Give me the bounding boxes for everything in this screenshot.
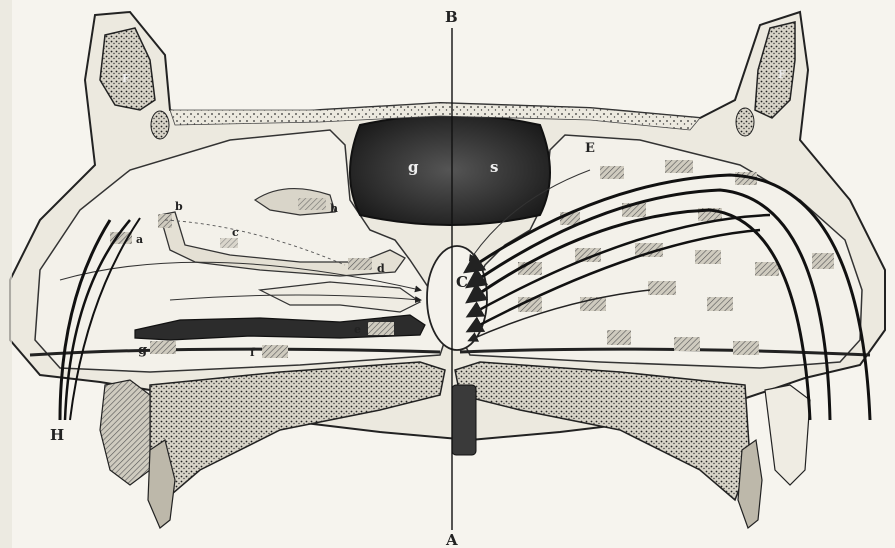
patch-f	[262, 345, 288, 358]
frontal-left-label: F	[122, 72, 130, 85]
patch-e	[368, 322, 394, 335]
frontal-sinus-right-small	[736, 108, 754, 136]
scan-edge-left	[0, 0, 12, 548]
sphenoid-sinus	[350, 115, 550, 225]
patch-g	[150, 341, 176, 354]
axis-top-label: B	[445, 8, 458, 26]
patch-r1	[600, 166, 624, 179]
patch-d	[348, 258, 372, 270]
label-d: d	[377, 262, 385, 275]
right-chamber-label: E	[585, 141, 595, 156]
label-a: a	[136, 233, 143, 246]
label-e: e	[354, 323, 361, 336]
label-g-low: g	[138, 343, 147, 358]
septum-post	[452, 385, 476, 455]
label-b: b	[175, 200, 183, 213]
center-oval-label: C	[456, 273, 468, 291]
label-h: h	[330, 202, 338, 215]
patch-r2	[665, 160, 693, 173]
patch-r13	[648, 281, 676, 295]
sinus-right-label: s	[490, 158, 498, 176]
patch-r17	[607, 330, 631, 345]
frontal-sinus-left-small	[151, 111, 169, 139]
patch-r19	[733, 341, 759, 355]
frontal-right-label: F	[778, 68, 786, 81]
patch-r12	[812, 253, 834, 269]
patch-r16	[707, 297, 733, 311]
patch-r11	[755, 262, 779, 276]
tube-h-label: H	[50, 426, 64, 444]
sinus-left-label: g	[408, 158, 419, 176]
axis-bottom-label: A	[445, 531, 458, 548]
patch-h	[298, 198, 326, 210]
patch-b	[158, 214, 172, 228]
patch-c	[220, 238, 238, 248]
patch-r9	[695, 250, 721, 264]
label-c: c	[232, 226, 239, 239]
patch-r18	[674, 337, 700, 351]
